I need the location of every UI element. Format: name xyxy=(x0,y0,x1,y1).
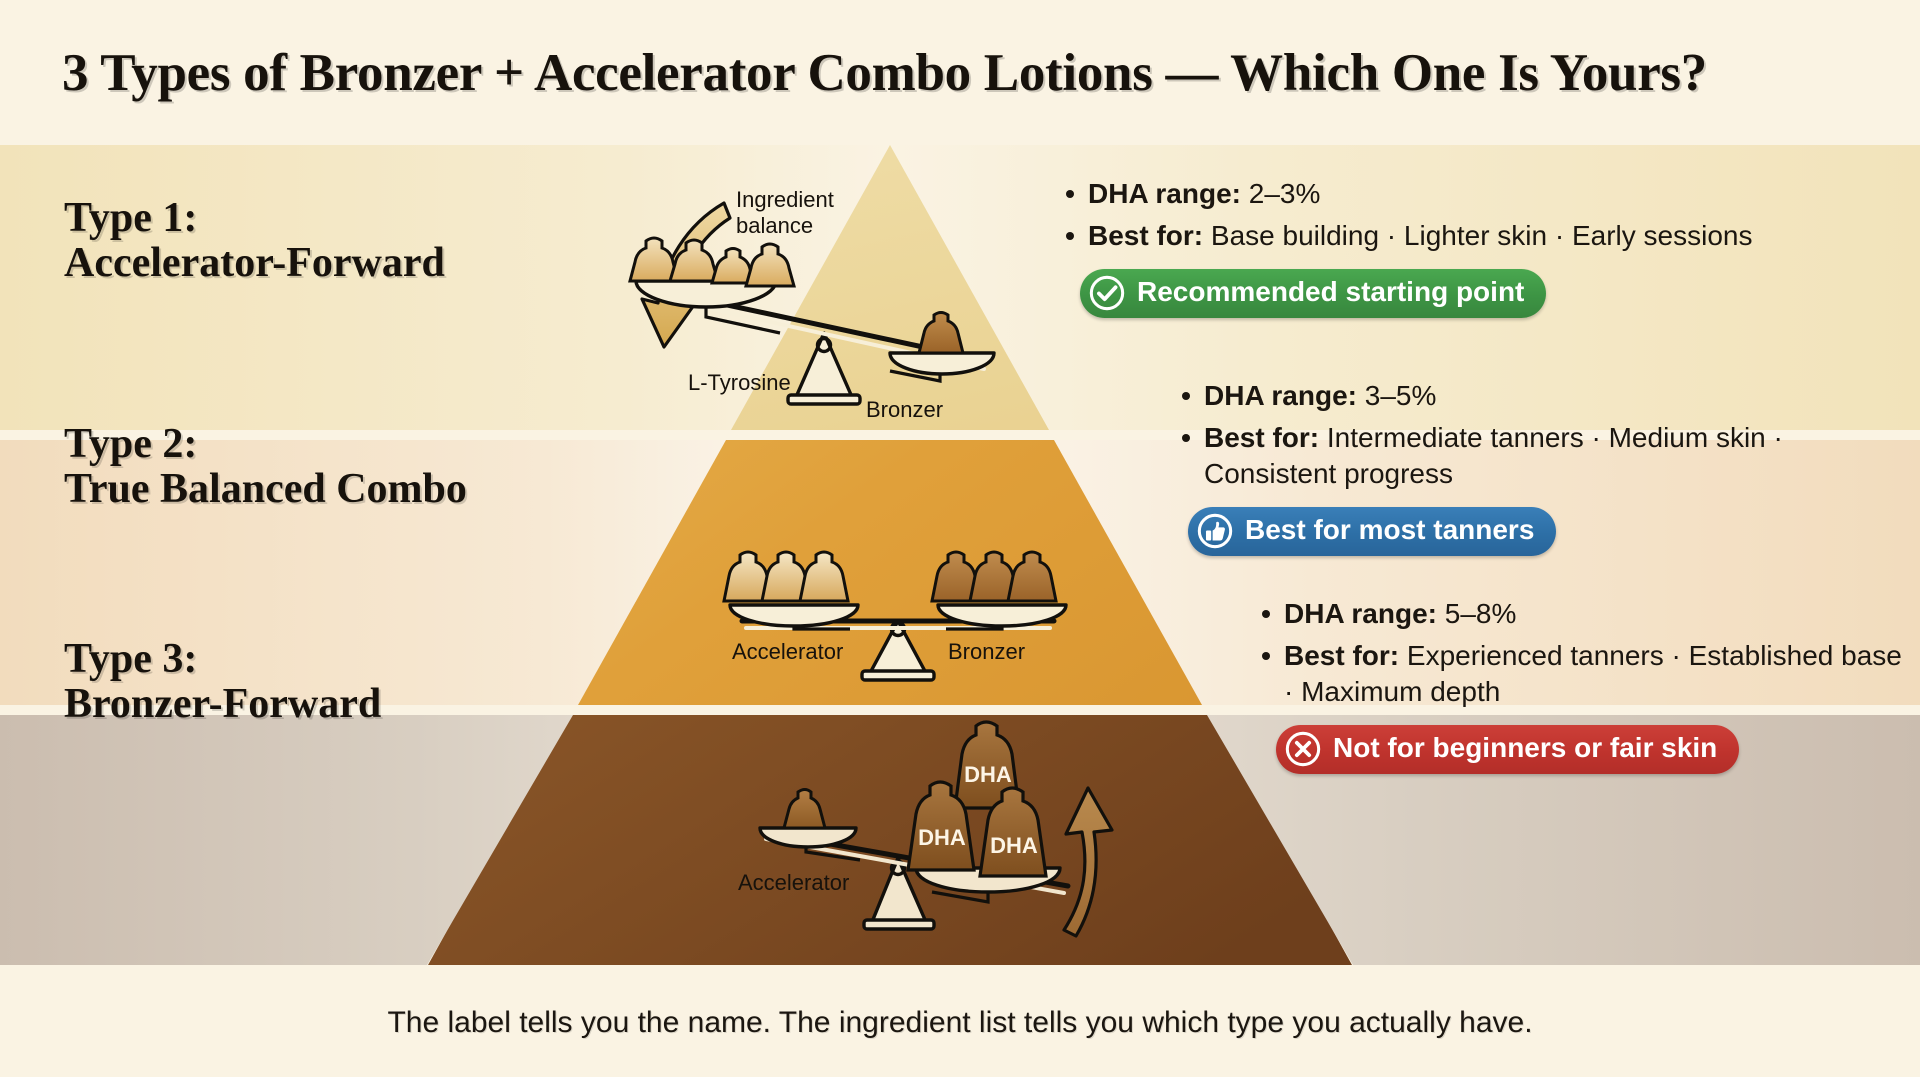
type-3-bullet-bestfor: Best for: Experienced tanners · Establis… xyxy=(1258,638,1918,710)
type-3-badge-text: Not for beginners or fair skin xyxy=(1333,732,1718,764)
x-circle-icon xyxy=(1285,732,1321,767)
type-3-dha-label: DHA range: xyxy=(1284,598,1437,629)
weight-left xyxy=(782,788,827,830)
type-3-label-line1: Type 3: xyxy=(64,636,198,682)
type-1-label-line1: Type 1: xyxy=(64,195,198,241)
type-2-content: DHA range: 3–5% Best for: Intermediate t… xyxy=(1178,378,1918,557)
page-title: 3 Types of Bronzer + Accelerator Combo L… xyxy=(62,43,1707,102)
type-2-bullets: DHA range: 3–5% Best for: Intermediate t… xyxy=(1178,378,1918,492)
scale-1-right-label: Bronzer xyxy=(866,397,943,422)
type-1-dha-value: 2–3% xyxy=(1240,178,1321,209)
scale-1-left-label: L-Tyrosine xyxy=(688,370,791,395)
type-1-bestfor-value: Base building · Lighter skin · Early ses… xyxy=(1203,220,1753,252)
scale-2-right-label: Bronzer xyxy=(948,639,1025,664)
scale-illustration-type-1: Ingredient balance L-Tyrosine Bronzer xyxy=(628,185,1048,435)
type-1-bullet-bestfor: Best for: Base building · Lighter skin ·… xyxy=(1062,218,1902,254)
type-2-label-line1: Type 2: xyxy=(64,421,198,467)
type-2-label-line2: True Balanced Combo xyxy=(64,466,467,513)
scale-illustration-type-3: DHA DHA DHA Accelerator xyxy=(720,700,1160,980)
type-2-bestfor-label: Best for: xyxy=(1204,422,1320,454)
type-3-badge[interactable]: Not for beginners or fair skin xyxy=(1276,725,1740,775)
thumbs-up-icon xyxy=(1197,514,1233,549)
type-3-dha-value: 5–8% xyxy=(1436,598,1517,629)
weight-group-right xyxy=(930,550,1058,603)
footer-caption: The label tells you the name. The ingred… xyxy=(387,1005,1533,1039)
type-2-dha-label: DHA range: xyxy=(1204,380,1357,411)
up-arrow-icon xyxy=(1062,786,1114,938)
weight-right xyxy=(917,311,965,355)
scale-1-callout-line1: Ingredient xyxy=(736,187,834,212)
weight-group-left xyxy=(722,550,850,603)
type-2-label: Type 2: True Balanced Combo xyxy=(64,421,467,513)
type-3-bullet-dha: DHA range: 5–8% xyxy=(1258,596,1918,632)
type-2-bullet-bestfor: Best for: Intermediate tanners · Medium … xyxy=(1178,420,1918,492)
type-1-badge[interactable]: Recommended starting point xyxy=(1080,269,1547,319)
check-circle-icon xyxy=(1089,276,1125,311)
type-2-dha-value: 3–5% xyxy=(1356,380,1437,411)
type-2-badge-text: Best for most tanners xyxy=(1245,514,1535,546)
type-1-label-line2: Accelerator-Forward xyxy=(64,240,445,287)
dha-weight-top-text: DHA xyxy=(964,762,1012,787)
type-3-bestfor-label: Best for: xyxy=(1284,640,1400,672)
footer-bar: The label tells you the name. The ingred… xyxy=(0,973,1920,1072)
band-divider-3 xyxy=(0,965,1920,973)
type-1-badge-text: Recommended starting point xyxy=(1137,276,1525,308)
type-1-bullet-dha: DHA range: 2–3% xyxy=(1062,176,1902,212)
type-1-bullets: DHA range: 2–3% Best for: Base building … xyxy=(1062,176,1902,254)
type-1-content: DHA range: 2–3% Best for: Base building … xyxy=(1062,176,1902,319)
header-bar: 3 Types of Bronzer + Accelerator Combo L… xyxy=(0,0,1920,145)
band-divider-1 xyxy=(0,430,1920,440)
type-3-label-line2: Bronzer-Forward xyxy=(64,681,382,728)
type-2-bullet-dha: DHA range: 3–5% xyxy=(1178,378,1918,414)
type-3-bullets: DHA range: 5–8% Best for: Experienced ta… xyxy=(1258,596,1918,710)
type-1-bestfor-label: Best for: xyxy=(1088,220,1204,252)
dha-weight-left-text: DHA xyxy=(918,825,966,850)
scale-3-left-label: Accelerator xyxy=(738,870,849,895)
type-1-dha-label: DHA range: xyxy=(1088,178,1241,209)
scale-1-callout-line2: balance xyxy=(736,213,813,238)
type-1-label: Type 1: Accelerator-Forward xyxy=(64,195,445,287)
weight-group-left xyxy=(628,236,796,288)
scale-2-left-label: Accelerator xyxy=(732,639,843,664)
type-3-content: DHA range: 5–8% Best for: Experienced ta… xyxy=(1258,596,1918,775)
type-3-label: Type 3: Bronzer-Forward xyxy=(64,636,382,728)
scale-illustration-type-2: Accelerator Bronzer xyxy=(690,525,1110,715)
type-2-badge[interactable]: Best for most tanners xyxy=(1188,507,1557,557)
band-divider-2 xyxy=(0,705,1920,715)
dha-weight-right-text: DHA xyxy=(990,833,1038,858)
